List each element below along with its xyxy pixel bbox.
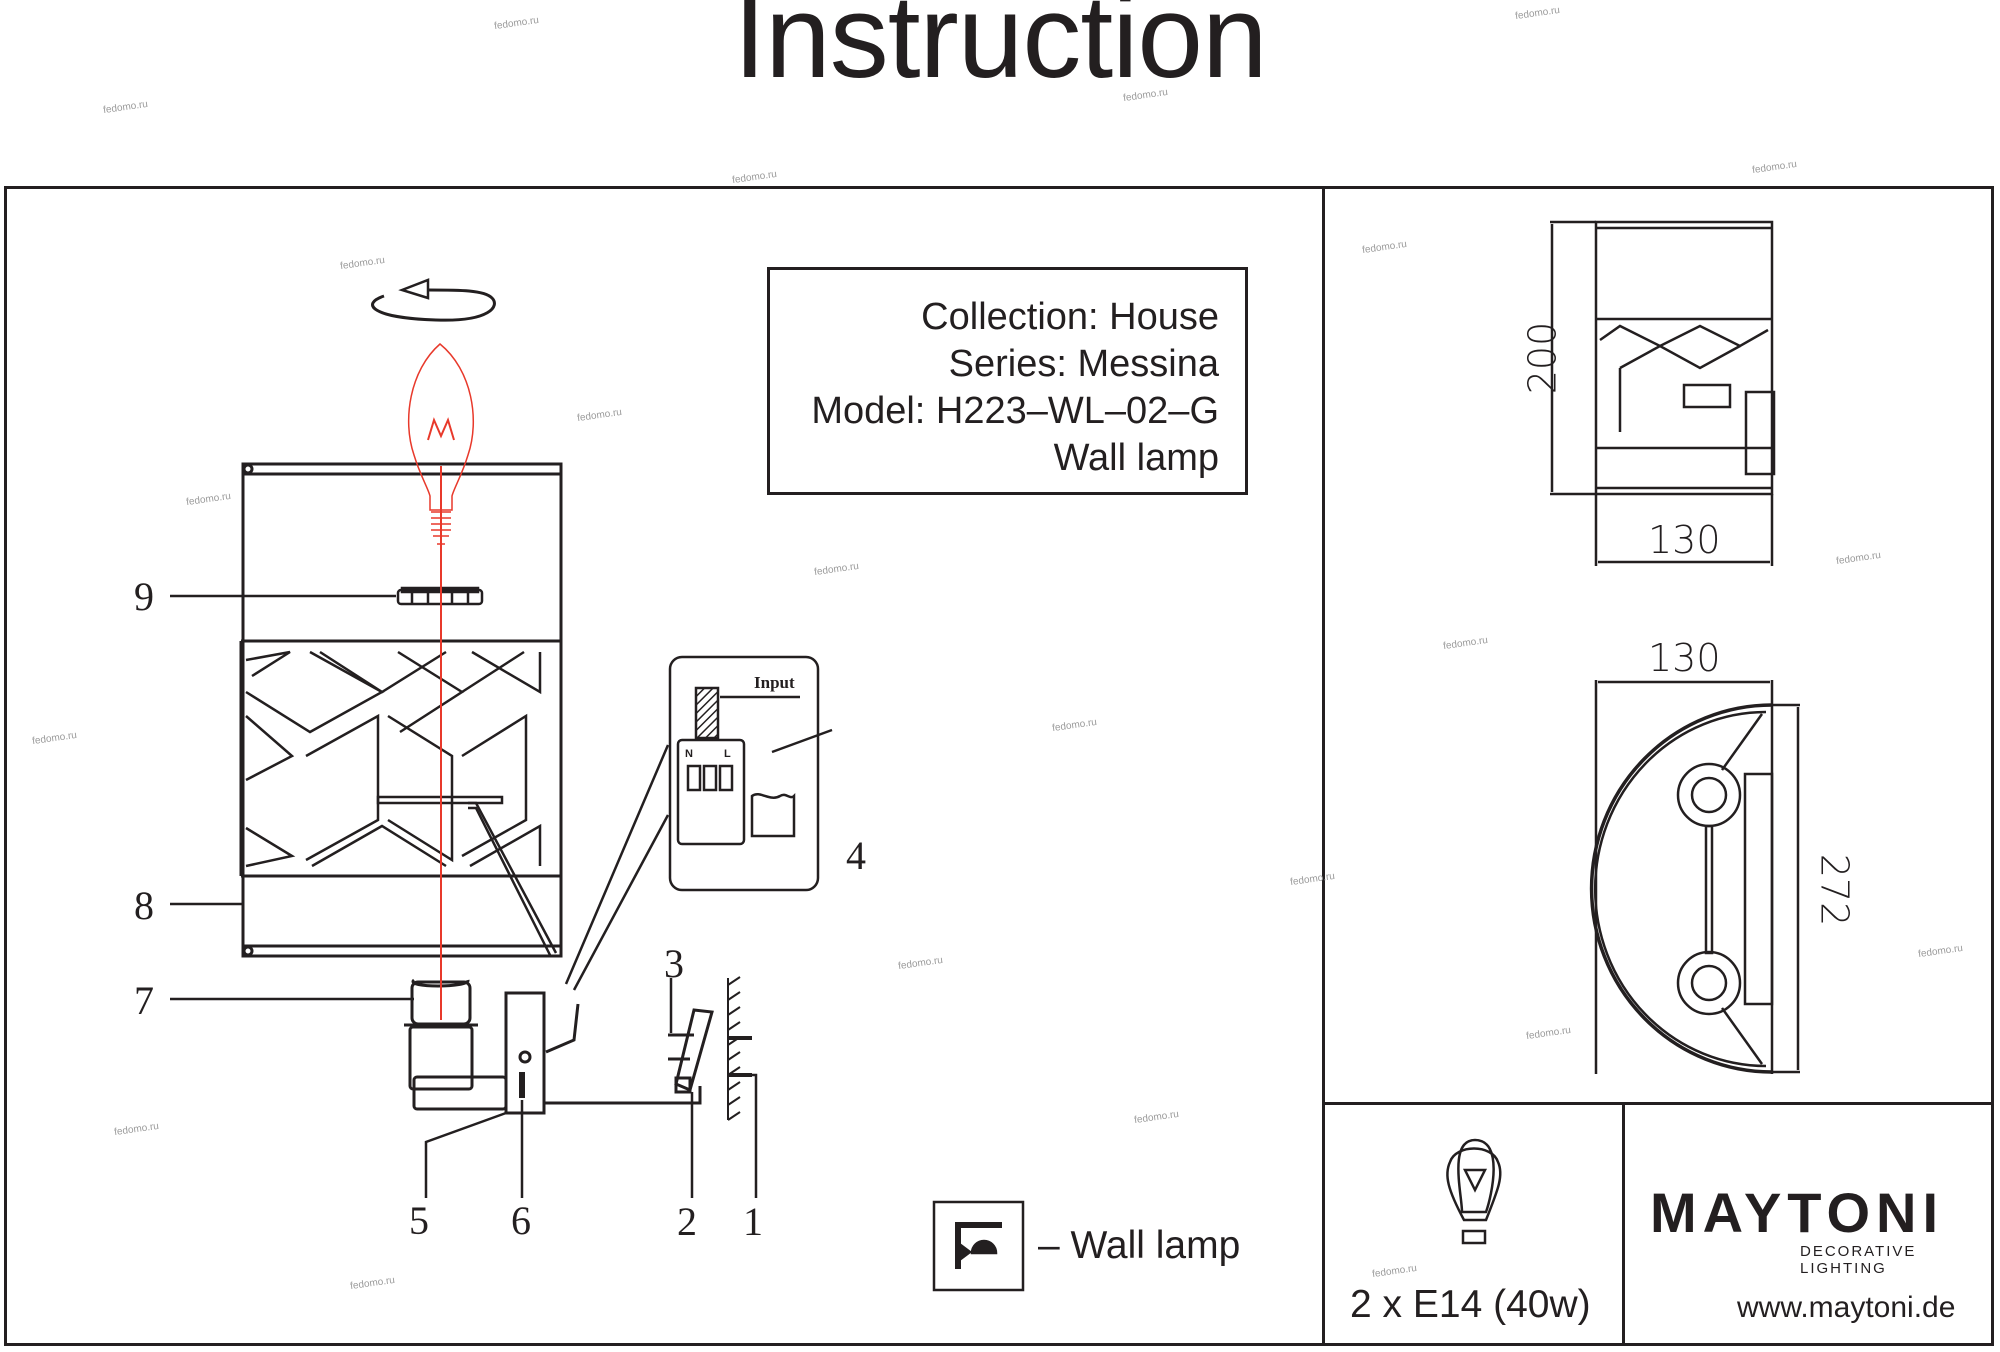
divider-footer-h — [1322, 1102, 1994, 1105]
type-text: Wall lamp — [1053, 437, 1219, 479]
callout-6: 6 — [511, 1198, 531, 1243]
rotate-arrow-icon — [371, 278, 496, 322]
lamp-socket — [404, 978, 508, 1111]
wall — [727, 976, 752, 1121]
hex-pattern — [245, 650, 542, 868]
series-text: Series: Messina — [948, 343, 1219, 385]
product-info-box: Collection: House Series: Messina Model:… — [767, 267, 1248, 495]
dim-front-width: 130 — [1648, 518, 1721, 562]
brand-tagline: DECORATIVE LIGHTING — [1800, 1243, 1917, 1277]
divider-footer-v — [1622, 1102, 1625, 1346]
terminal-n-label: N — [685, 748, 693, 760]
input-label: Input — [754, 673, 795, 692]
model-text: Model: H223–WL–02–G — [811, 390, 1219, 432]
dim-front-height: 200 — [1520, 321, 1565, 395]
wall-bracket — [668, 1008, 714, 1094]
terminal-l-label: L — [724, 748, 731, 760]
front-view-drawing — [1550, 220, 1776, 566]
lamp-shade — [239, 462, 563, 958]
wiring-detail — [668, 655, 833, 892]
wall-lamp-symbol-icon — [932, 1200, 1025, 1292]
callout-9: 9 — [134, 574, 154, 619]
document-title: Instruction — [733, 0, 1267, 103]
dim-top-width: 130 — [1648, 636, 1721, 680]
brand-logo: MAYTONI — [1650, 1181, 1945, 1244]
candle-bulb-icon — [407, 343, 474, 1020]
dim-top-length: 272 — [1812, 853, 1857, 927]
divider-main — [1322, 186, 1325, 1346]
callout-8: 8 — [134, 883, 154, 928]
callout-2: 2 — [677, 1199, 697, 1244]
light-bulb-icon — [1446, 1138, 1502, 1245]
callout-4: 4 — [846, 833, 866, 878]
backplate — [504, 991, 702, 1115]
top-view-drawing — [1589, 680, 1800, 1074]
callout-3: 3 — [664, 941, 684, 986]
drawing-frame — [4, 186, 1994, 1346]
callout-5: 5 — [409, 1198, 429, 1243]
bulb-spec-text: 2 x E14 (40w) — [1350, 1283, 1591, 1326]
callout-1: 1 — [743, 1199, 763, 1244]
legend-label: – Wall lamp — [1038, 1224, 1241, 1267]
brand-url[interactable]: www.maytoni.de — [1737, 1291, 1956, 1324]
collection-text: Collection: House — [921, 296, 1219, 338]
callout-leaders — [170, 594, 758, 1198]
callout-7: 7 — [134, 978, 154, 1023]
